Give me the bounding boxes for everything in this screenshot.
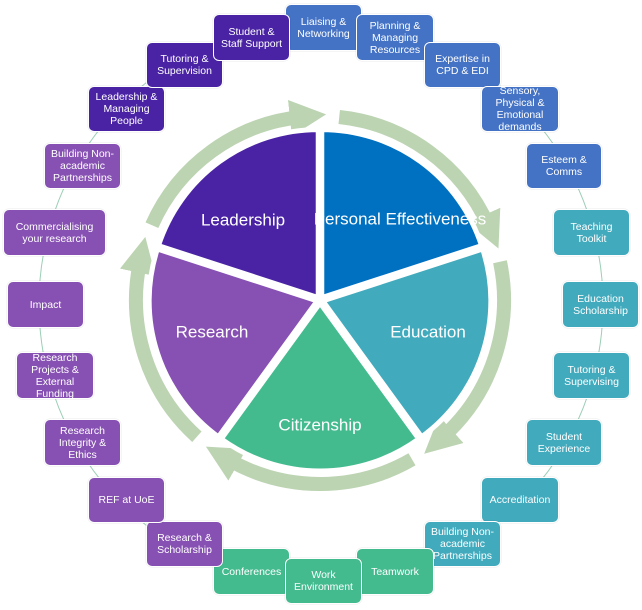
item-student-staff-support: Student & Staff Support — [213, 14, 290, 61]
segment-label-education: Education — [390, 322, 466, 342]
item-work-environment: Work Environment — [285, 558, 362, 604]
cycle-arrow-3 — [205, 446, 416, 491]
segment-label-leadership: Leadership — [200, 210, 286, 230]
item-ref-at-uoe: REF at UoE — [88, 477, 165, 523]
pie-slices — [146, 127, 494, 474]
item-conferences: Conferences — [213, 548, 290, 595]
item-liaising-networking: Liaising & Networking — [285, 4, 362, 51]
slice-education — [318, 245, 494, 441]
item-esteem-comms: Esteem & Comms — [526, 143, 602, 189]
slice-citizenship — [217, 298, 423, 474]
item-student-experience: Student Experience — [526, 419, 602, 466]
item-building-non-academic-partnerships-education: Building Non-academic Partnerships — [424, 521, 501, 567]
cycle-arrow-4 — [119, 236, 202, 442]
cycle-arrow-2 — [424, 260, 511, 454]
segment-label-research: Research — [175, 322, 249, 342]
item-impact: Impact — [7, 281, 84, 328]
segment-label-citizenship: Citizenship — [278, 415, 362, 435]
item-sensory-physical-emotional: Sensory, Physical & Emotional demands — [481, 85, 559, 133]
cycle-arrows — [119, 100, 511, 491]
item-education-scholarship: Education Scholarship — [562, 281, 639, 328]
item-building-non-academic-partnerships-research: Building Non-academic Partnerships — [44, 143, 121, 189]
cycle-arrow-5 — [145, 100, 327, 229]
cycle-arrow-1 — [338, 110, 501, 249]
item-teaching-toolkit: Teaching Toolkit — [553, 209, 630, 256]
item-commercialising-research: Commercialising your research — [3, 209, 106, 256]
slice-research — [146, 245, 322, 441]
item-accreditation: Accreditation — [481, 477, 559, 523]
item-leadership-managing-people: Leadership & Managing People — [88, 86, 165, 132]
item-tutoring-supervision: Tutoring & Supervision — [146, 42, 223, 88]
segment-label-personal-effectiveness: Personal Effectiveness — [313, 209, 487, 229]
item-research-scholarship: Research & Scholarship — [146, 521, 223, 567]
item-tutoring-supervising: Tutoring & Supervising — [553, 352, 630, 399]
item-teamwork: Teamwork — [356, 548, 434, 595]
item-research-projects-external-funding: Research Projects & External Funding — [16, 352, 94, 400]
item-expertise-cpd-edi: Expertise in CPD & EDI — [424, 42, 501, 88]
slice-leadership — [155, 127, 321, 302]
item-planning-managing-resources: Planning & Managing Resources — [356, 14, 434, 61]
item-research-integrity-ethics: Research Integrity & Ethics — [44, 419, 121, 466]
slice-personal-effectiveness — [319, 127, 485, 302]
